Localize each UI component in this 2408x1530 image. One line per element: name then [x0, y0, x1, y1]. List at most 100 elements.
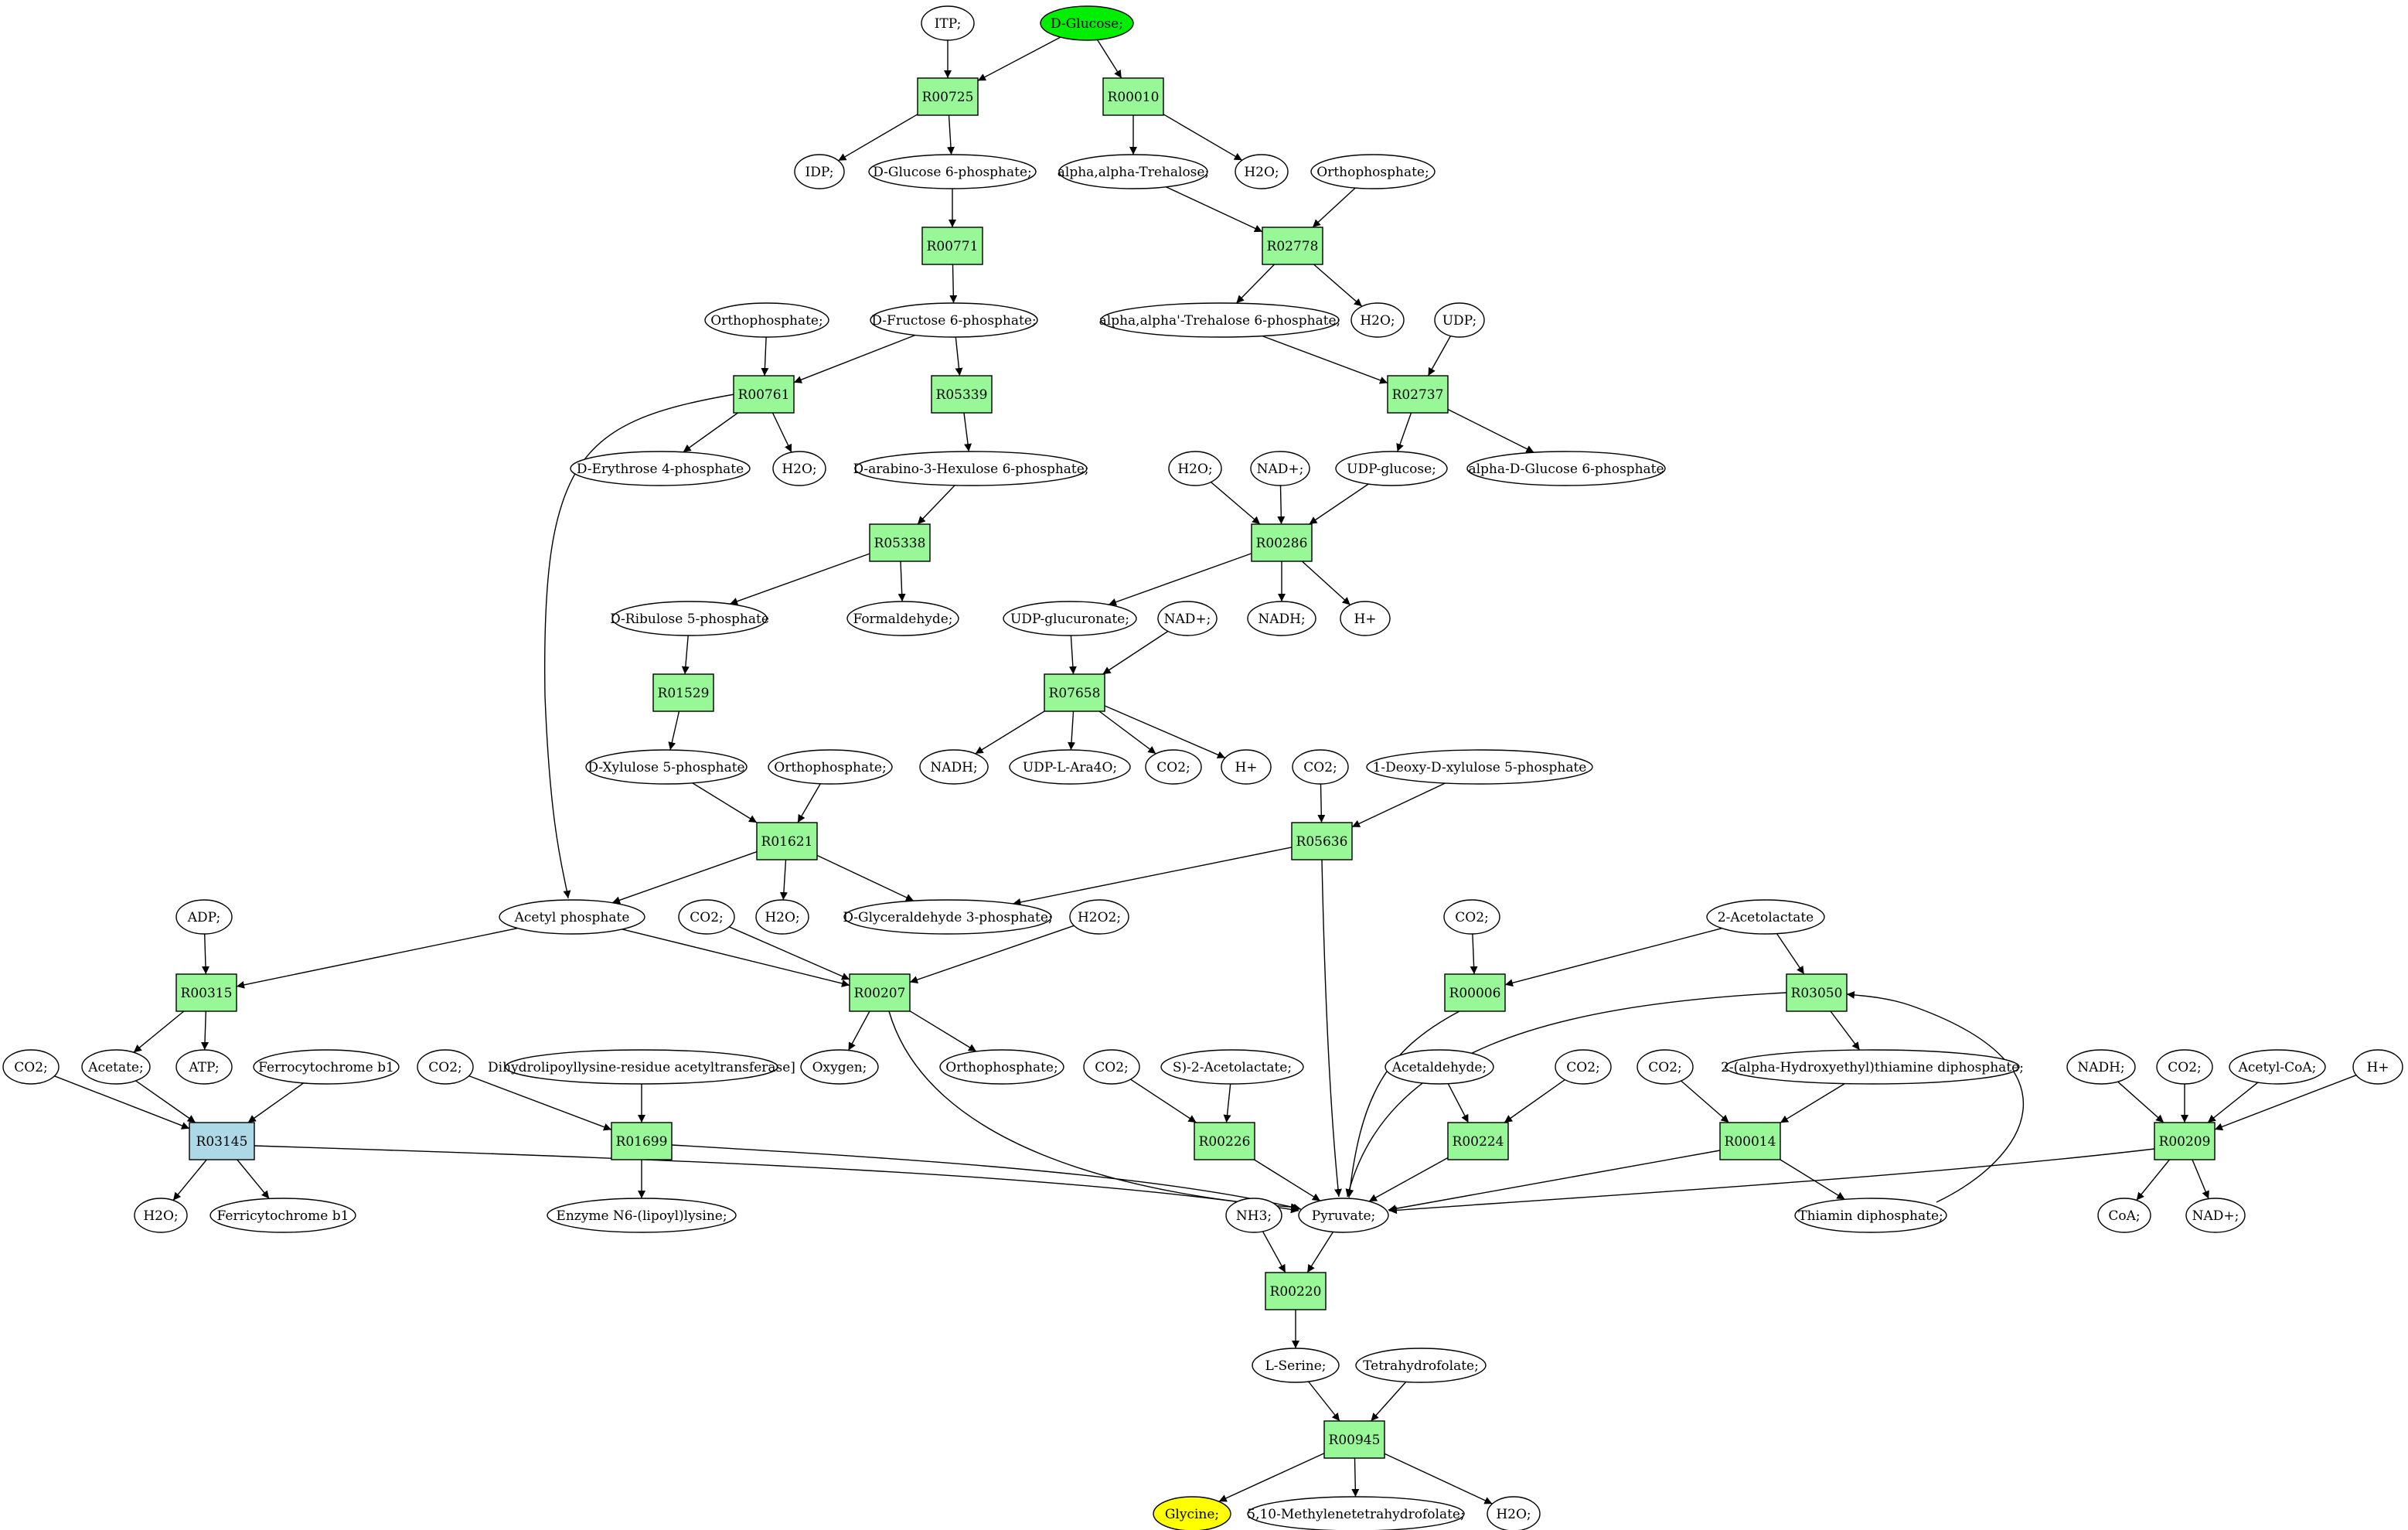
compound-node-thf[interactable]: Tetrahydrofolate; [1355, 1348, 1487, 1383]
compound-node-co2_7[interactable]: CO2; [1083, 1049, 1140, 1085]
reaction-node-R00761[interactable]: R00761 [733, 375, 795, 414]
reaction-node-R03050[interactable]: R03050 [1786, 973, 1848, 1012]
reaction-node-R05339[interactable]: R05339 [931, 375, 993, 414]
compound-node-acetylp[interactable]: Acetyl phosphate [499, 899, 645, 935]
compound-node-mthf[interactable]: 5,10-Methylenetetrahydrofolate; [1247, 1496, 1465, 1530]
node-label: R03050 [1791, 986, 1843, 1001]
compound-node-orthophos_3[interactable]: Orthophosphate; [768, 749, 893, 785]
compound-node-hethdp[interactable]: 2-(alpha-Hydroxyethyl)thiamine diphospha… [1721, 1049, 2024, 1085]
compound-node-h2o_7[interactable]: H2O; [1487, 1496, 1541, 1530]
reaction-node-R00286[interactable]: R00286 [1251, 523, 1313, 562]
compound-node-nadh_3[interactable]: NADH; [2066, 1049, 2136, 1085]
reaction-node-R00207[interactable]: R00207 [849, 973, 911, 1012]
reaction-node-R05338[interactable]: R05338 [869, 523, 931, 562]
compound-node-h2o_6[interactable]: H2O; [134, 1198, 188, 1233]
compound-node-sacetolactate[interactable]: S)-2-Acetolactate; [1160, 1049, 1304, 1085]
compound-node-udpara[interactable]: UDP-L-Ara4O; [1009, 749, 1131, 785]
edge-R00761-to-e4p [683, 412, 738, 453]
reaction-node-R01621[interactable]: R01621 [756, 822, 818, 860]
compound-node-nh3[interactable]: NH3; [1225, 1198, 1282, 1233]
compound-node-ag1p[interactable]: alpha-D-Glucose 6-phosphate [1466, 451, 1666, 486]
reaction-node-R05636[interactable]: R05636 [1291, 822, 1353, 860]
compound-node-oxygen[interactable]: Oxygen; [800, 1049, 879, 1085]
compound-node-co2_6[interactable]: CO2; [417, 1049, 474, 1085]
compound-node-formaldehyde[interactable]: Formaldehyde; [846, 601, 959, 636]
compound-node-pyruvate[interactable]: Pyruvate; [1298, 1198, 1389, 1233]
compound-node-co2_8[interactable]: CO2; [1555, 1049, 1612, 1085]
compound-node-dlat[interactable]: Dihydrolipoyllysine-residue acetyltransf… [488, 1049, 795, 1085]
compound-node-dx5p[interactable]: 1-Deoxy-D-xylulose 5-phosphate [1366, 749, 1593, 785]
compound-node-f6p[interactable]: D-Fructose 6-phosphate; [870, 302, 1038, 338]
compound-node-acetolactate2[interactable]: 2-Acetolactate [1706, 899, 1825, 935]
compound-node-h2o_4[interactable]: H2O; [1168, 451, 1222, 486]
reaction-node-R00006[interactable]: R00006 [1444, 973, 1506, 1012]
compound-node-lipoyllysine[interactable]: Enzyme N6-(lipoyl)lysine; [547, 1198, 737, 1233]
compound-node-udp[interactable]: UDP; [1434, 302, 1485, 338]
compound-node-e4p[interactable]: D-Erythrose 4-phosphate [570, 451, 751, 486]
compound-node-co2_4[interactable]: CO2; [1443, 899, 1500, 935]
compound-node-ferrocyt[interactable]: Ferrocytochrome b1 [253, 1049, 400, 1085]
reaction-node-R00010[interactable]: R00010 [1102, 77, 1164, 116]
compound-node-hplus_1[interactable]: H+ [1340, 601, 1391, 636]
reaction-node-R03145[interactable]: R03145 [189, 1122, 255, 1160]
compound-node-h2o2[interactable]: H2O2; [1069, 899, 1129, 935]
edge-ah6p-to-R05338 [917, 485, 955, 525]
compound-node-orthophos_2[interactable]: Orthophosphate; [704, 302, 829, 338]
reaction-node-R00209[interactable]: R00209 [2154, 1122, 2216, 1160]
compound-node-hplus_2[interactable]: H+ [1221, 749, 1272, 785]
reaction-node-R02778[interactable]: R02778 [1262, 227, 1323, 265]
compound-node-glycine[interactable]: Glycine; [1153, 1496, 1231, 1530]
compound-node-itp[interactable]: ITP; [921, 5, 975, 41]
reaction-node-R07658[interactable]: R07658 [1044, 673, 1105, 712]
compound-node-h2o_5[interactable]: H2O; [755, 899, 809, 935]
reaction-node-R00771[interactable]: R00771 [921, 227, 983, 265]
compound-node-h2o_1[interactable]: H2O; [1235, 154, 1289, 189]
compound-node-g6p[interactable]: D-Glucose 6-phosphate; [868, 154, 1037, 189]
compound-node-co2_9[interactable]: CO2; [1637, 1049, 1694, 1085]
compound-node-co2_5[interactable]: CO2; [2, 1049, 60, 1085]
compound-node-udpglucose[interactable]: UDP-glucose; [1335, 451, 1448, 486]
compound-node-orthophos_1[interactable]: Orthophosphate; [1310, 154, 1436, 189]
reaction-node-R00226[interactable]: R00226 [1194, 1122, 1255, 1160]
compound-node-lserine[interactable]: L-Serine; [1252, 1348, 1340, 1383]
compound-node-t6p[interactable]: alpha,alpha'-Trehalose 6-phosphate; [1099, 302, 1341, 338]
compound-node-co2_10[interactable]: CO2; [2156, 1049, 2213, 1085]
compound-node-adp[interactable]: ADP; [175, 899, 233, 935]
compound-node-ferricyt[interactable]: Ferricytochrome b1 [209, 1198, 356, 1233]
compound-node-nadh_2[interactable]: NADH; [919, 749, 989, 785]
compound-node-h2o_2[interactable]: H2O; [1350, 302, 1405, 338]
reaction-node-R01699[interactable]: R01699 [611, 1122, 673, 1160]
compound-node-dglucose[interactable]: D-Glucose; [1040, 5, 1134, 41]
compound-node-acetylcoa[interactable]: Acetyl-CoA; [2229, 1049, 2326, 1085]
reaction-node-R01529[interactable]: R01529 [652, 673, 714, 712]
compound-node-nad_3[interactable]: NAD+; [2185, 1198, 2246, 1233]
compound-node-coa[interactable]: CoA; [2097, 1198, 2151, 1233]
compound-node-xu5p[interactable]: D-Xylulose 5-phosphate [585, 749, 748, 785]
reaction-node-R00224[interactable]: R00224 [1447, 1122, 1509, 1160]
reaction-node-R00315[interactable]: R00315 [175, 973, 237, 1012]
compound-node-udpglucuronate[interactable]: UDP-glucuronate; [1003, 601, 1137, 636]
compound-node-atp[interactable]: ATP; [175, 1049, 233, 1085]
reaction-node-R00220[interactable]: R00220 [1265, 1272, 1327, 1310]
compound-node-acetaldehyde[interactable]: Acetaldehyde; [1385, 1049, 1494, 1085]
compound-node-ru5p[interactable]: D-Ribulose 5-phosphate [610, 601, 769, 636]
compound-node-h2o_3[interactable]: H2O; [772, 451, 826, 486]
compound-node-nad_2[interactable]: NAD+; [1157, 601, 1218, 636]
compound-node-hplus_3[interactable]: H+ [2352, 1049, 2403, 1085]
compound-node-nadh_1[interactable]: NADH; [1247, 601, 1316, 636]
compound-node-orthophos_4[interactable]: Orthophosphate; [939, 1049, 1064, 1085]
reaction-node-R02737[interactable]: R02737 [1387, 375, 1449, 414]
reaction-node-R00945[interactable]: R00945 [1323, 1420, 1385, 1459]
compound-node-g3p[interactable]: D-Glyceraldehyde 3-phosphate; [843, 899, 1053, 935]
compound-node-co2_2[interactable]: CO2; [1292, 749, 1349, 785]
compound-node-co2_3[interactable]: CO2; [678, 899, 735, 935]
reaction-node-R00725[interactable]: R00725 [917, 77, 979, 116]
compound-node-idp[interactable]: IDP; [794, 154, 845, 189]
reaction-node-R00014[interactable]: R00014 [1719, 1122, 1781, 1160]
compound-node-acetate[interactable]: Acetate; [81, 1049, 151, 1085]
compound-node-ah6p[interactable]: D-arabino-3-Hexulose 6-phosphate; [853, 451, 1089, 486]
compound-node-trehalose[interactable]: alpha,alpha-Trehalose; [1058, 154, 1209, 189]
compound-node-co2_1[interactable]: CO2; [1145, 749, 1202, 785]
compound-node-nad_1[interactable]: NAD+; [1250, 451, 1310, 486]
compound-node-thdp[interactable]: Thiamin diphosphate; [1794, 1198, 1947, 1233]
